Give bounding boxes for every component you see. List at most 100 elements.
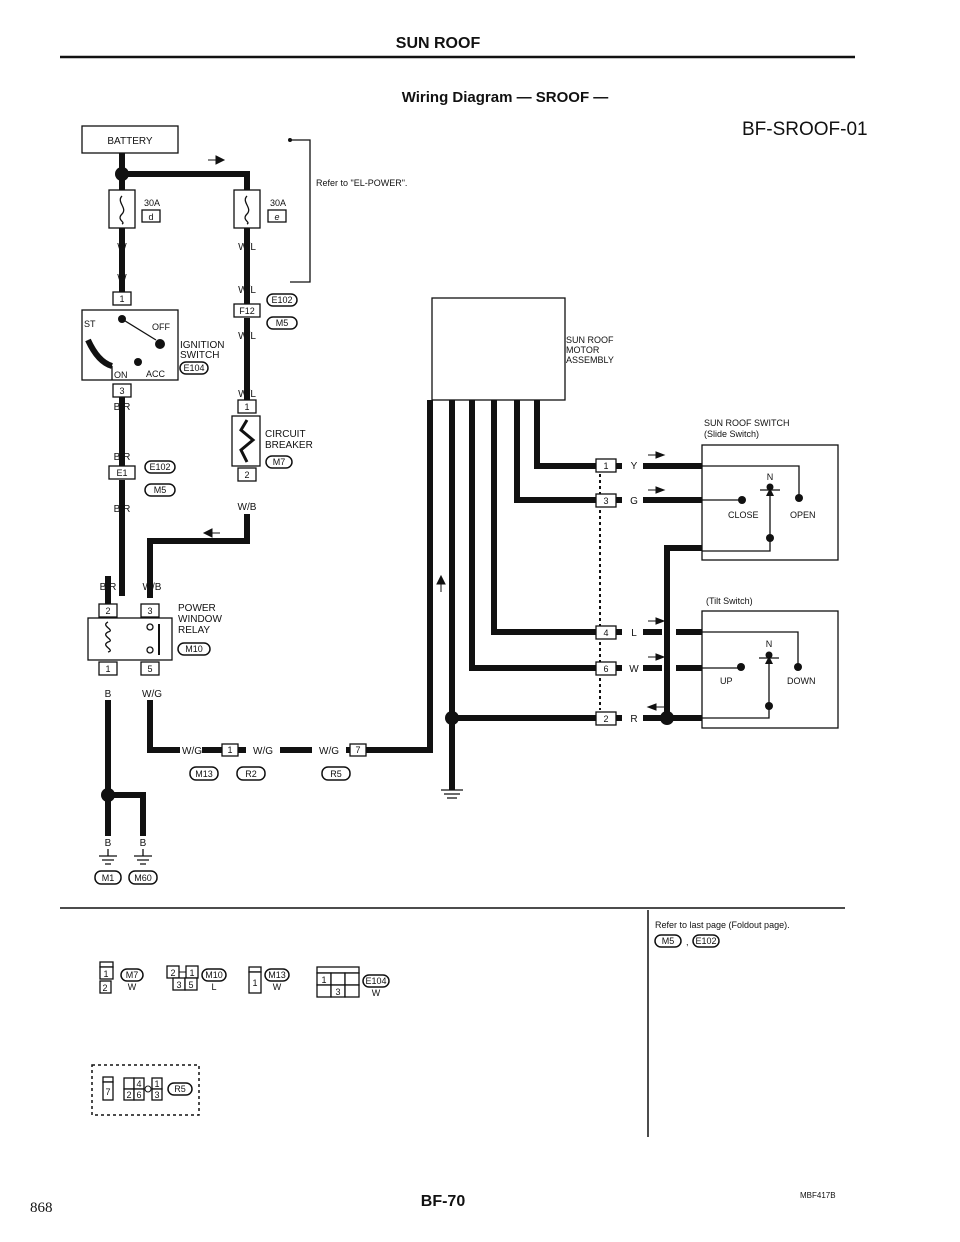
switch-wires [616,463,702,721]
svg-text:5: 5 [147,664,152,674]
svg-text:1: 1 [119,294,124,304]
circuit-breaker: 1 2 CIRCUIT BREAKER M7 [231,399,313,482]
junction-dot [660,711,674,725]
wire-wg [147,400,433,753]
footnote-ref-e102: E102 [692,934,720,948]
ground-icon [99,849,152,865]
wire-label: R [630,714,637,725]
wire-label: W/L [238,389,256,400]
motor-wires [449,400,596,790]
wire-b [105,700,146,836]
svg-text:DOWN: DOWN [787,676,816,686]
junction-dot [101,788,115,802]
svg-text:E102: E102 [271,295,292,305]
sun-roof-slide-switch: SUN ROOF SWITCH (Slide Switch) N CLOSE O… [701,418,839,561]
svg-text:MOTOR: MOTOR [566,345,600,355]
wire-label: W [629,664,639,675]
svg-text:W: W [372,988,381,998]
svg-text:1: 1 [321,975,326,985]
svg-text:CIRCUIT: CIRCUIT [265,429,306,440]
footnote-separator: , [686,937,689,947]
svg-text:e: e [274,212,279,222]
svg-text:E102: E102 [149,462,170,472]
svg-text:WINDOW: WINDOW [178,614,222,625]
fuse-e: 30A e [233,189,287,229]
svg-text:R2: R2 [245,769,257,779]
refer-bracket [290,139,311,283]
sun-roof-motor-assembly: SUN ROOF MOTOR ASSEMBLY [431,297,614,401]
svg-text:30A: 30A [144,198,160,208]
wire-label: B [105,838,112,849]
svg-text:R5: R5 [174,1084,186,1094]
svg-text:7: 7 [105,1087,110,1097]
wire-label: W/G [253,746,273,757]
svg-text:N: N [767,472,774,482]
wire-label: W [117,242,127,253]
svg-text:4: 4 [603,628,608,638]
svg-text:3: 3 [119,386,124,396]
svg-text:1: 1 [105,664,110,674]
wire-label: B [105,689,112,700]
svg-text:2: 2 [126,1090,131,1100]
svg-text:R5: R5 [330,769,342,779]
svg-text:3: 3 [603,496,608,506]
svg-text:M10: M10 [205,970,223,980]
svg-text:ST: ST [84,319,96,329]
arrow-left-icon [202,528,220,538]
wire-label: W/B [238,502,257,513]
sun-roof-tilt-switch: (Tilt Switch) N UP DOWN [701,596,839,729]
svg-text:2: 2 [105,606,110,616]
diagram-id: BF-SROOF-01 [742,119,868,140]
svg-text:W: W [273,982,282,992]
svg-text:1: 1 [227,745,232,755]
svg-text:BREAKER: BREAKER [265,440,313,451]
wire-label: W [117,273,127,284]
svg-text:UP: UP [720,676,733,686]
svg-text:2: 2 [170,968,175,978]
svg-text:POWER: POWER [178,603,216,614]
diagram-subtitle: Wiring Diagram — SROOF — [402,89,609,106]
fuse-d: 30A d [108,189,161,229]
svg-text:(Slide Switch): (Slide Switch) [704,429,759,439]
svg-text:M5: M5 [154,485,167,495]
ground-icon [441,789,463,799]
svg-text:OPEN: OPEN [790,510,816,520]
direction-arrows [646,451,666,711]
connector-pin-1: 1 [221,743,239,757]
svg-text:1: 1 [189,968,194,978]
connector-pin-7: 7 [349,743,367,757]
page-title: SUN ROOF [396,35,481,52]
svg-text:M13: M13 [268,970,286,980]
wire-label: W/G [319,746,339,757]
svg-text:M7: M7 [273,457,286,467]
svg-text:E1: E1 [116,468,127,478]
svg-text:OFF: OFF [152,322,170,332]
arrow-right-icon [208,155,226,165]
svg-text:6: 6 [136,1090,141,1100]
figure-code: MBF417B [800,1191,836,1200]
connector-e102: E102 [266,293,298,307]
wire-label: Y [631,461,638,472]
wire-label: W/L [238,285,256,296]
svg-text:d: d [148,212,153,222]
svg-text:M60: M60 [134,873,152,883]
svg-text:CLOSE: CLOSE [728,510,759,520]
page-label: BF-70 [421,1193,466,1210]
svg-text:N: N [766,639,773,649]
svg-text:3: 3 [176,980,181,990]
svg-text:2: 2 [102,983,107,993]
svg-text:IGNITION: IGNITION [180,340,224,351]
connector-e1: E1 [108,465,136,480]
svg-text:SWITCH: SWITCH [180,350,219,361]
svg-text:M10: M10 [185,644,203,654]
connector-f12: F12 [233,303,261,318]
connector-m5: M5 [266,316,298,330]
svg-text:2: 2 [244,470,249,480]
footnote-text: Refer to last page (Foldout page). [655,920,790,930]
svg-text:ON: ON [114,370,128,380]
svg-text:ACC: ACC [146,369,166,379]
page-number: 868 [30,1200,53,1216]
junction-dot [445,711,459,725]
wire-label: W/G [182,746,202,757]
